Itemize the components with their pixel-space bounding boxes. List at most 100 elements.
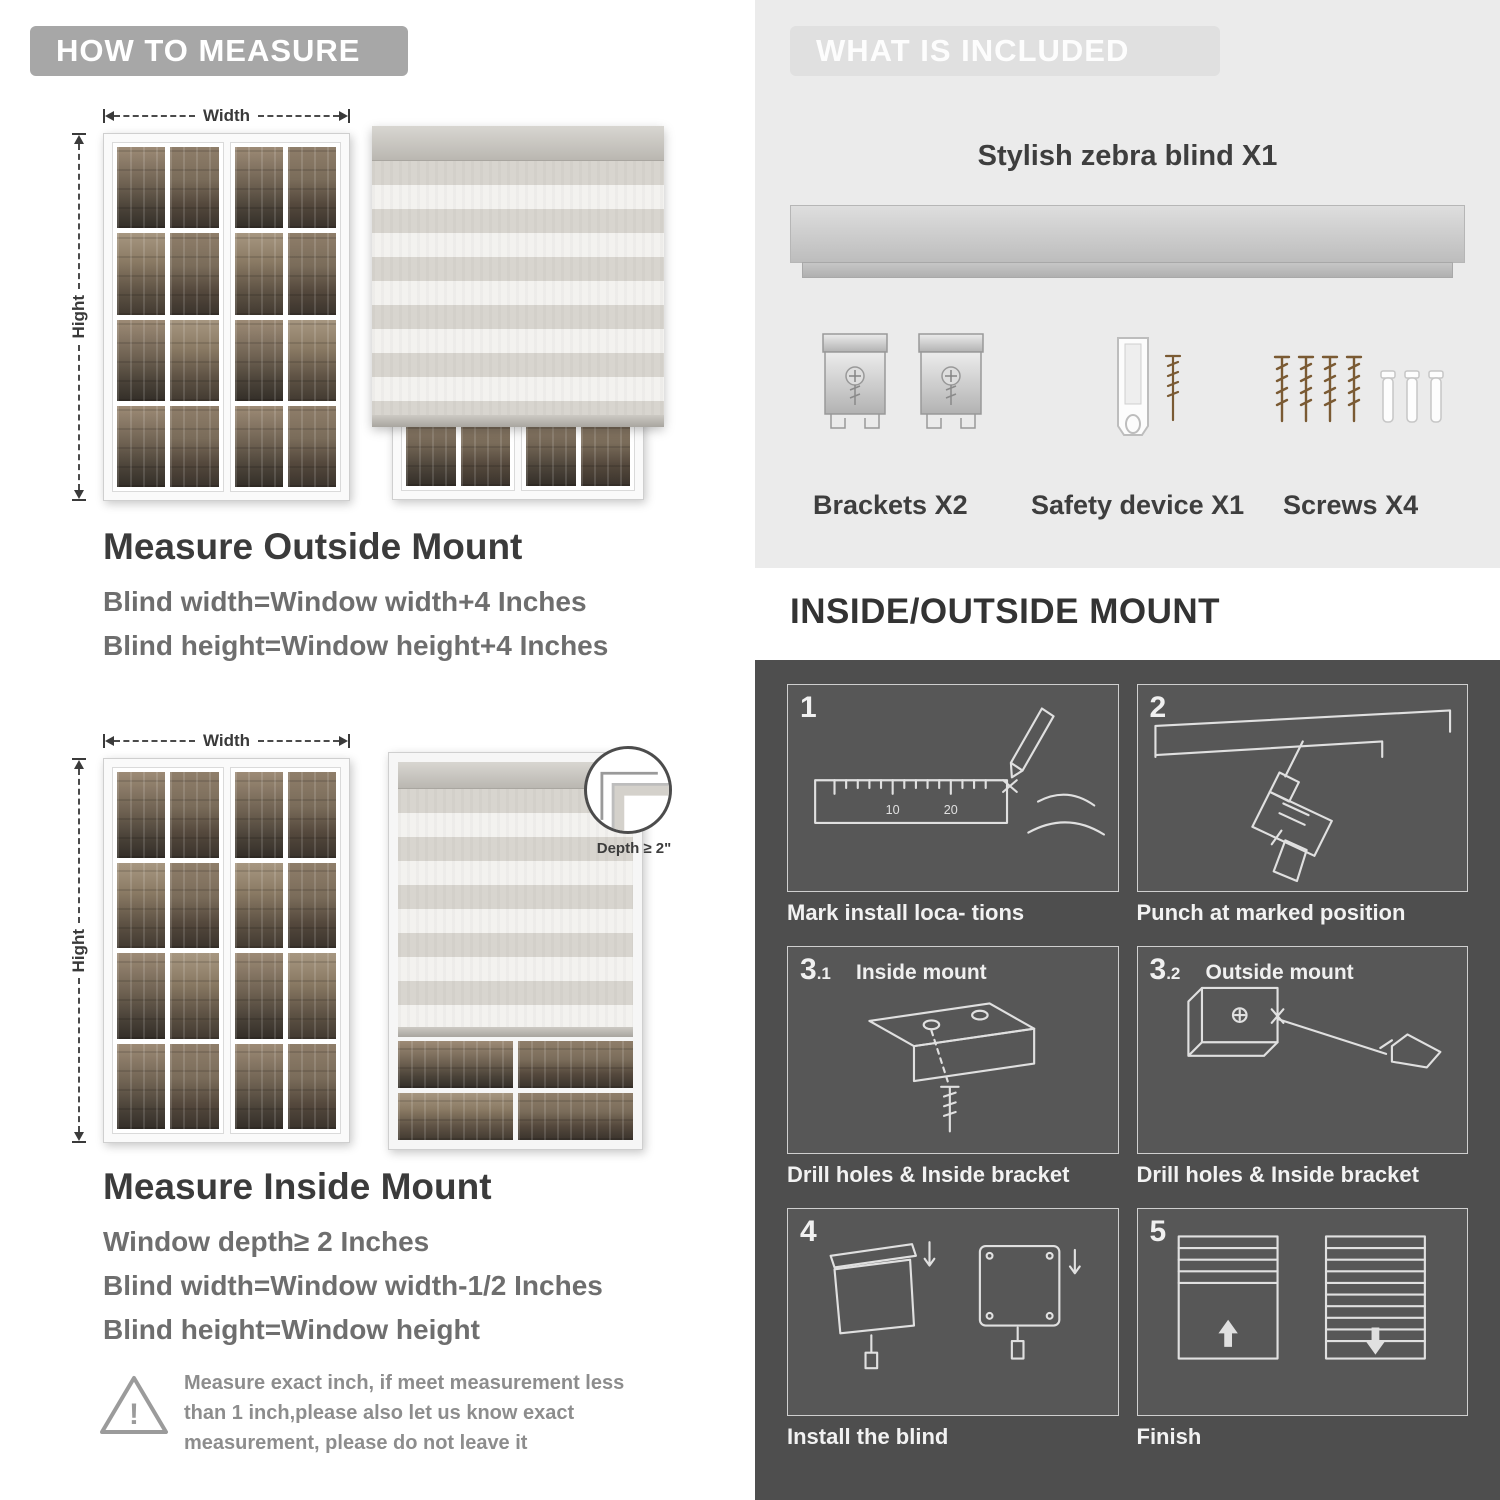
depth-callout-circle: [584, 746, 672, 834]
dim-tick: [348, 109, 350, 123]
inside-mount-title: Measure Inside Mount: [103, 1166, 492, 1207]
window-pane: [287, 862, 337, 948]
window-sash: [112, 142, 224, 492]
what-is-included-header: WHAT IS INCLUDED: [790, 26, 1220, 76]
step-number: 3.1: [800, 953, 831, 986]
arrow-left-icon: [105, 736, 114, 746]
safety-device-label: Safety device X1: [1031, 490, 1245, 520]
svg-text:!: !: [129, 1398, 139, 1431]
dim-tick: [72, 1141, 86, 1143]
svg-text:20: 20: [944, 803, 958, 817]
window-pane: [287, 233, 337, 315]
mount-steps-panel: 1 10 20 Mark install loca- tions: [755, 660, 1500, 1500]
window-sashes: [112, 767, 341, 1134]
step-2-caption: Punch at marked position: [1136, 900, 1406, 925]
window-pane: [234, 953, 284, 1039]
window-pane: [518, 1041, 633, 1088]
mount-steps-grid: 1 10 20 Mark install loca- tions: [787, 684, 1468, 1450]
window-pane: [170, 319, 219, 402]
step-4-panel: 4: [787, 1208, 1119, 1416]
what-is-included-panel: WHAT IS INCLUDED Stylish zebra blind X1: [755, 0, 1500, 568]
inside-mount-sublabel: Inside mount: [856, 961, 987, 984]
window-pane: [170, 862, 219, 948]
step-3-1-panel: 3.1 Inside mount: [787, 946, 1119, 1154]
arrow-up-icon: [74, 760, 84, 769]
window-illustration-inside: [103, 758, 350, 1143]
svg-text:10: 10: [886, 803, 900, 817]
inside-mount-rule-1: Window depth≥ 2 Inches: [103, 1226, 430, 1257]
window-pane: [287, 405, 337, 488]
window-corner-depth-icon: [600, 771, 669, 831]
outside-mount-rule-1: Blind width=Window width+4 Inches: [103, 586, 587, 617]
height-arrow-outside: Hight: [69, 133, 88, 501]
arrow-down-icon: [74, 1132, 84, 1141]
screws-label: Screws X4: [1283, 490, 1419, 520]
window-pane: [170, 147, 219, 229]
blind-zebra-stripes: [398, 789, 633, 1027]
zebra-blind-headrail-lip: [802, 262, 1453, 278]
dim-tick: [103, 734, 105, 748]
step-number: 2: [1149, 691, 1167, 724]
mount-step-3-1: 3.1 Inside mount Drill holes & Ins: [787, 946, 1119, 1188]
outside-bracket-illustration: [1186, 986, 1441, 1069]
window-pane: [287, 319, 337, 402]
warning-triangle-icon: !: [100, 1376, 168, 1434]
window-pane: [398, 1093, 513, 1140]
dim-tick: [72, 758, 86, 760]
blind-bottom-rail: [372, 415, 664, 427]
outside-mount-title: Measure Outside Mount: [103, 526, 523, 567]
window-pane: [234, 1043, 284, 1129]
mount-step-4: 4: [787, 1208, 1119, 1450]
window-pane: [117, 1043, 166, 1129]
window-pane: [117, 405, 166, 488]
blind-cassette: [372, 126, 664, 161]
window-pane: [234, 772, 284, 858]
brackets-label: Brackets X2: [813, 490, 968, 520]
window-pane: [170, 405, 219, 488]
window-illustration-outside: [103, 133, 350, 501]
brackets-icon: [822, 333, 984, 429]
step-3-2-panel: 3.2 Outside mount: [1136, 946, 1468, 1154]
mount-step-3-2: 3.2 Outside mount: [1136, 946, 1468, 1188]
window-pane: [170, 772, 219, 858]
zebra-blind-outside-illustration: [372, 126, 664, 427]
window-pane: [117, 233, 166, 315]
window-pane: [287, 147, 337, 229]
screws-icon: [1273, 355, 1444, 423]
step-5-panel: 5: [1136, 1208, 1468, 1416]
window-photo-below-blind: [398, 1041, 633, 1140]
window-pane: [117, 319, 166, 402]
width-arrow-inside: Width: [103, 731, 350, 750]
install-blind-illustration: [829, 1241, 1081, 1370]
height-label: Hight: [69, 295, 88, 339]
height-arrow-inside: Hight: [69, 758, 88, 1143]
step-1-panel: 1 10 20: [787, 684, 1119, 892]
inside-mount-rule-3: Blind height=Window height: [103, 1314, 480, 1345]
window-pane: [170, 1043, 219, 1129]
inside-mount-rule-2: Blind width=Window width-1/2 Inches: [103, 1270, 603, 1301]
dim-dash-line: [258, 740, 339, 742]
blind-zebra-stripes: [372, 161, 664, 415]
zebra-blind-item-label: Stylish zebra blind X1: [977, 140, 1278, 172]
window-pane: [117, 953, 166, 1039]
window-pane: [234, 319, 284, 402]
safety-device-icon: [1117, 337, 1182, 436]
width-arrow-outside: Width: [103, 106, 350, 125]
window-pane: [170, 953, 219, 1039]
step-5-caption: Finish: [1136, 1424, 1202, 1449]
dim-dash-line: [78, 344, 80, 490]
arrow-left-icon: [105, 111, 114, 121]
step-3-2-caption: Drill holes & Inside bracket: [1136, 1162, 1419, 1187]
step-number: 3.2: [1149, 953, 1181, 986]
window-pane: [234, 862, 284, 948]
arrow-down-icon: [74, 490, 84, 499]
window-pane: [234, 233, 284, 315]
window-sashes: [112, 142, 341, 492]
step-number: 4: [800, 1215, 817, 1248]
outside-mount-rule-2: Blind height=Window height+4 Inches: [103, 630, 609, 661]
window-sash: [229, 142, 341, 492]
dim-dash-line: [78, 978, 80, 1132]
dim-dash-line: [78, 769, 80, 923]
mount-step-1: 1 10 20 Mark install loca- tions: [787, 684, 1119, 926]
